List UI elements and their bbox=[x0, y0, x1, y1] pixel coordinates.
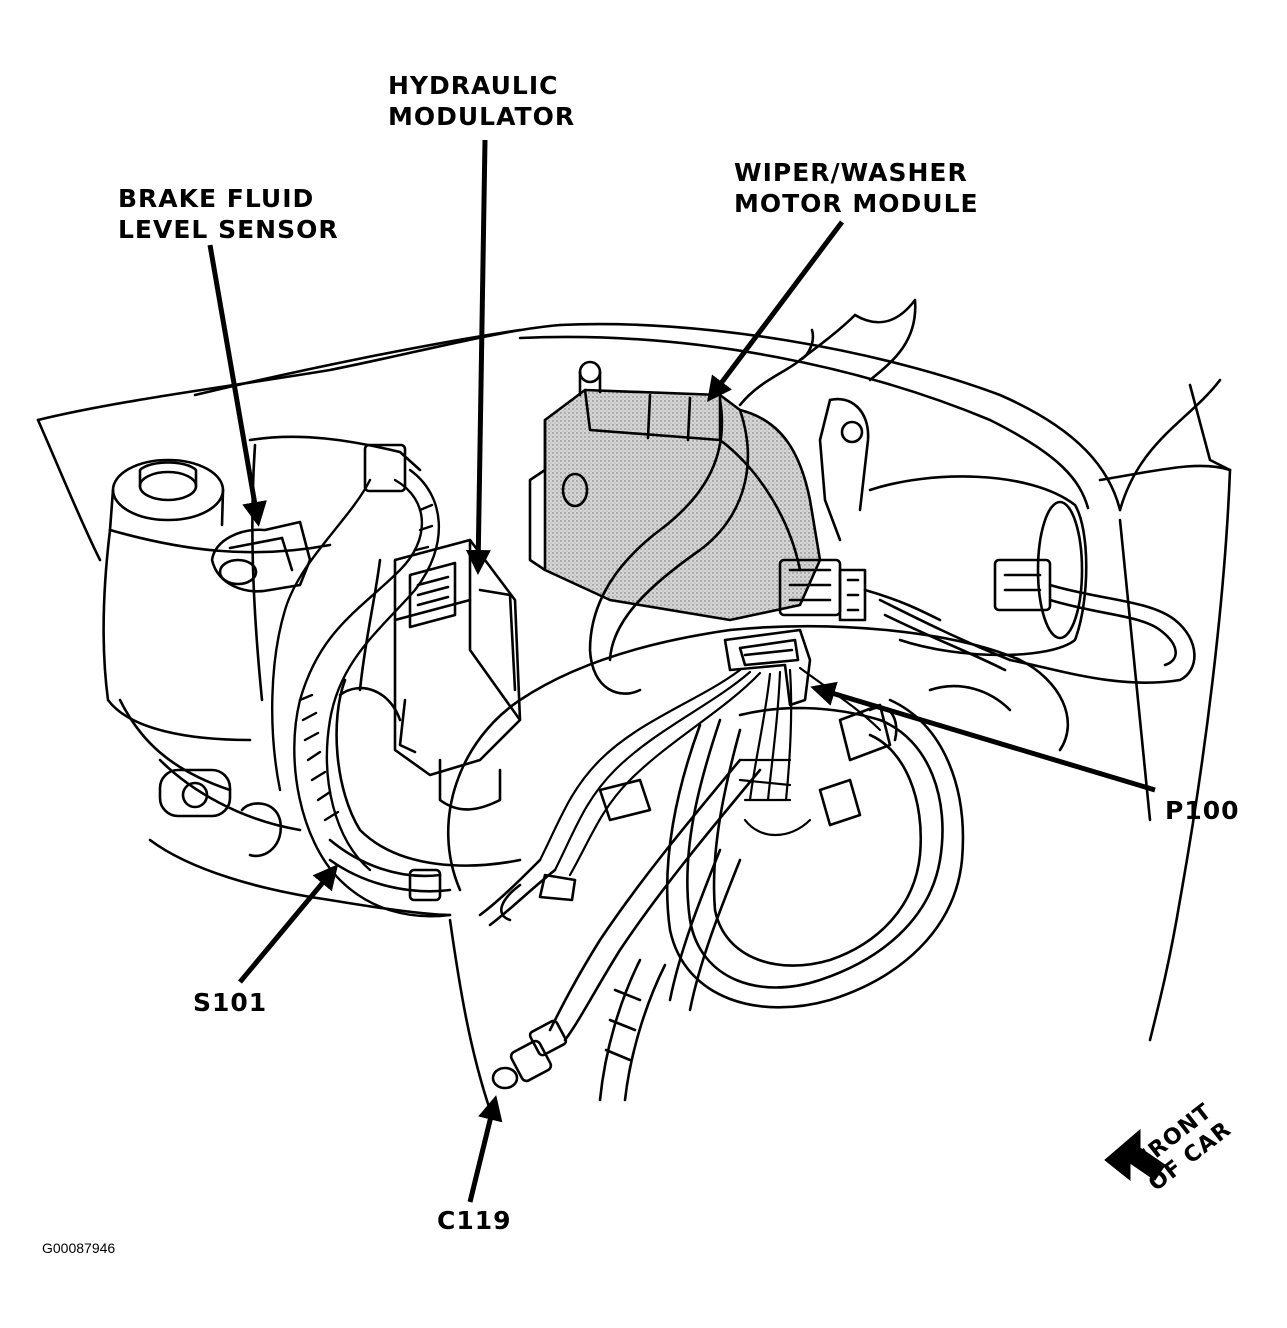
front-of-car-arrow bbox=[1104, 1128, 1166, 1182]
label-hydraulic-modulator: HYDRAULIC MODULATOR bbox=[388, 71, 576, 131]
harness-left bbox=[271, 468, 452, 918]
label-brake-fluid-sensor: BRAKE FLUID LEVEL SENSOR bbox=[118, 184, 339, 244]
cable-loop bbox=[665, 698, 965, 1009]
s101-splice bbox=[328, 838, 452, 902]
arrow-brake-fluid-sensor bbox=[207, 244, 267, 527]
p100-wire-bundle bbox=[538, 666, 882, 877]
harness-right bbox=[878, 558, 1196, 712]
wiper-motor bbox=[798, 298, 1088, 657]
arrow-p100 bbox=[810, 681, 1156, 793]
wiper-connector bbox=[778, 558, 942, 622]
pointer-arrows bbox=[207, 139, 1156, 1203]
lower-harness bbox=[478, 778, 742, 1102]
label-wiper-washer-module: WIPER/WASHER MOTOR MODULE bbox=[734, 158, 979, 218]
wiper-washer-motor-module bbox=[528, 360, 822, 622]
arrow-wiper-washer-module bbox=[707, 220, 844, 402]
label-c119: C119 bbox=[437, 1206, 512, 1235]
washer-hose bbox=[588, 328, 815, 695]
brake-fluid-reservoir bbox=[102, 435, 452, 917]
cowl-outline bbox=[36, 322, 1232, 1042]
label-s101: S101 bbox=[193, 988, 268, 1017]
brake-fluid-level-sensor bbox=[210, 443, 407, 593]
figure-id: G00087946 bbox=[42, 1240, 116, 1256]
label-p100: P100 bbox=[1165, 796, 1240, 825]
c119-connector bbox=[491, 758, 762, 1090]
p100-connector bbox=[723, 628, 812, 707]
arrow-hydraulic-modulator bbox=[465, 139, 491, 575]
hydraulic-modulator bbox=[335, 538, 522, 867]
large-loop-harness bbox=[446, 624, 1070, 1112]
arrow-c119 bbox=[467, 1095, 503, 1203]
arrow-s101 bbox=[238, 864, 339, 984]
